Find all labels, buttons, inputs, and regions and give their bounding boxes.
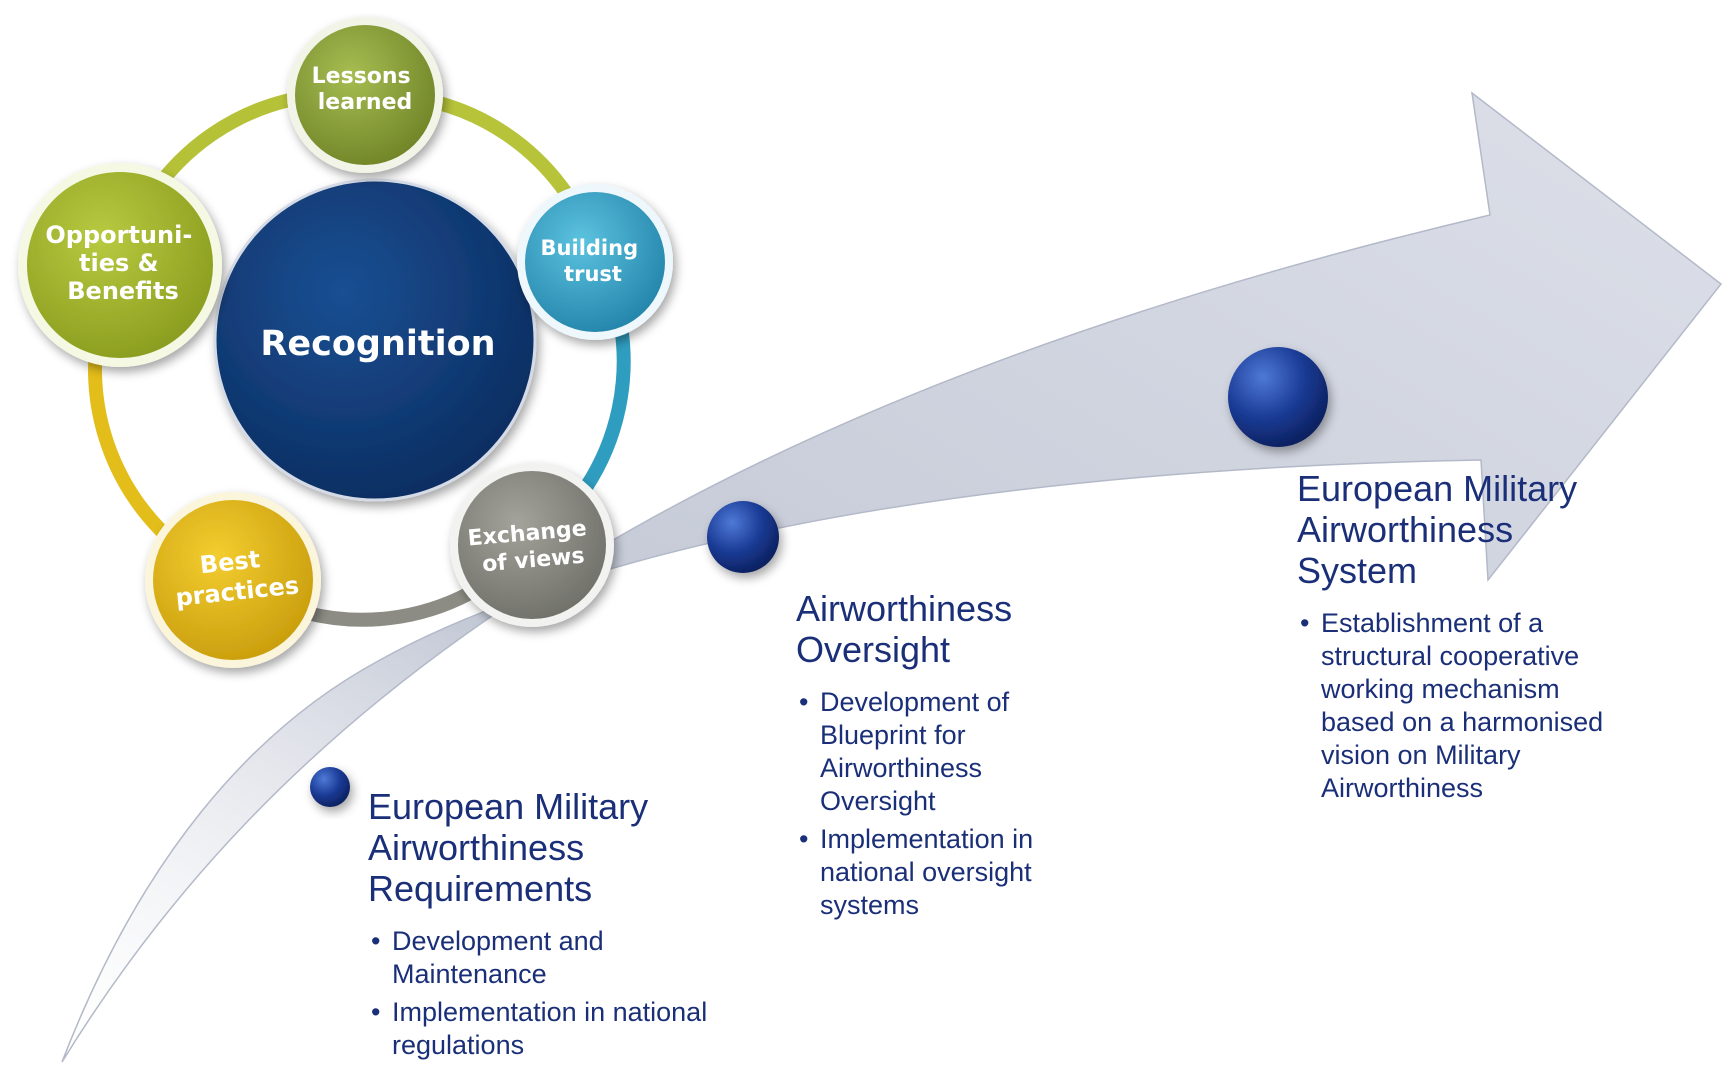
- bullet-item: Implementation in national regulations: [368, 996, 728, 1062]
- stage-system-title-line-1: European Military: [1297, 468, 1578, 509]
- satellite-opportunities-line-3: Benefits: [67, 277, 178, 305]
- stage-oversight-title: Airworthiness Oversight: [796, 588, 1096, 670]
- satellite-building-trust: [517, 184, 673, 340]
- satellite-lessons-line-1: Lessons: [312, 64, 411, 89]
- svg-text:Building trust: Building trust: [541, 236, 646, 286]
- milestone-dot-1: [310, 767, 350, 807]
- satellite-best-line-1: Best: [198, 545, 261, 579]
- milestone-dot-3: [1228, 347, 1328, 447]
- stage-system-title-line-2: Airworthiness: [1297, 509, 1514, 550]
- stage-system-title-line-3: System: [1297, 550, 1418, 591]
- stage-system-title: European Military Airworthiness System: [1297, 468, 1627, 591]
- stage-system: European Military Airworthiness System E…: [1297, 468, 1627, 810]
- svg-text:Lessons learned: Lessons learned: [312, 64, 419, 115]
- satellite-opportunities-benefits: [18, 163, 222, 367]
- bullet-item: Implementation in national oversight sys…: [796, 823, 1096, 922]
- progress-arrow: [61, 91, 1723, 1063]
- stage-oversight-title-line-1: Airworthiness: [796, 588, 1013, 629]
- bullet-item: Development of Blueprint for Airworthine…: [796, 686, 1096, 818]
- stage-oversight-title-line-2: Oversight: [796, 629, 951, 670]
- stage-requirements-title-line-1: European Military: [368, 786, 649, 827]
- stage-requirements-title-line-2: Airworthiness: [368, 827, 585, 868]
- svg-text:Opportuni- ties & Bene: Opportuni- ties & Benefits: [45, 221, 200, 305]
- stage-requirements: European Military Airworthiness Requirem…: [368, 786, 728, 1067]
- bullet-item: Establishment of a structural cooperativ…: [1297, 607, 1627, 805]
- satellite-opportunities-line-2: ties &: [79, 249, 159, 277]
- bullet-item: Development and Maintenance: [368, 925, 728, 991]
- recognition-label: Recognition: [260, 324, 495, 364]
- satellite-trust-line-2: trust: [564, 262, 622, 286]
- satellite-opportunities-line-1: Opportuni-: [45, 221, 192, 249]
- stage-requirements-title: European Military Airworthiness Requirem…: [368, 786, 728, 909]
- stage-system-bullets: Establishment of a structural cooperativ…: [1297, 607, 1627, 805]
- satellite-trust-line-1: Building: [541, 236, 639, 260]
- satellite-lessons-line-2: learned: [318, 90, 413, 115]
- stage-oversight: Airworthiness Oversight Development of B…: [796, 588, 1096, 927]
- satellite-best-practices: [145, 492, 321, 668]
- recognition-circle: [213, 178, 537, 502]
- milestone-dot-2: [707, 501, 779, 573]
- stage-requirements-title-line-3: Requirements: [368, 868, 593, 909]
- satellite-lessons-learned: [287, 17, 443, 173]
- satellite-exchange-of-views: [450, 463, 614, 627]
- stage-requirements-bullets: Development and Maintenance Implementati…: [368, 925, 728, 1062]
- stage-oversight-bullets: Development of Blueprint for Airworthine…: [796, 686, 1096, 922]
